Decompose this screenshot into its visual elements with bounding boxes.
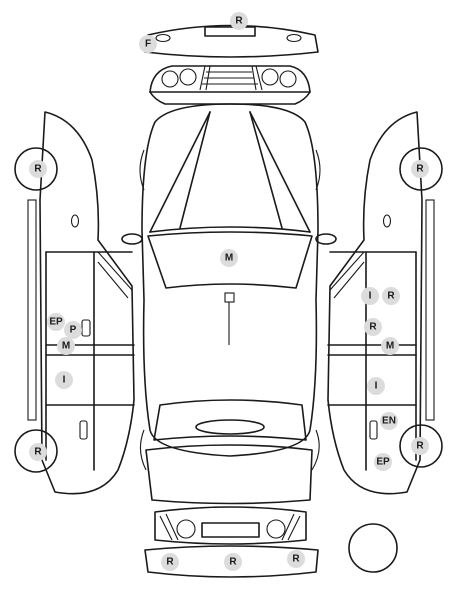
marker-left-rear-door[interactable]: I <box>55 371 73 389</box>
marker-right-rear-door-en[interactable]: EN <box>380 412 398 430</box>
svg-text:R: R <box>292 554 300 565</box>
svg-text:I: I <box>375 381 378 392</box>
marker-right-front-wheel[interactable]: R <box>411 160 429 178</box>
svg-text:R: R <box>387 291 395 302</box>
rear-tail-panel <box>149 65 311 105</box>
marker-right-front-door-m[interactable]: M <box>381 337 399 355</box>
car-top-view <box>121 103 337 505</box>
svg-text:I: I <box>369 291 372 302</box>
damage-markers: R F M R R EP P M <box>29 12 429 571</box>
svg-text:EP: EP <box>376 457 390 468</box>
marker-left-rear-wheel[interactable]: R <box>29 443 47 461</box>
front-grille-panel <box>154 506 307 545</box>
marker-right-rear-wheel[interactable]: R <box>411 437 429 455</box>
marker-roof[interactable]: M <box>220 249 238 267</box>
svg-text:F: F <box>145 39 151 50</box>
marker-front-bumper-center[interactable]: R <box>224 553 242 571</box>
svg-text:R: R <box>34 164 42 175</box>
marker-rear-left-corner[interactable]: F <box>139 35 157 53</box>
car-right-side <box>327 111 443 495</box>
marker-right-rear-door-i[interactable]: I <box>367 377 385 395</box>
marker-left-front-door-m[interactable]: M <box>57 337 75 355</box>
marker-left-front-wheel[interactable]: R <box>29 160 47 178</box>
svg-text:R: R <box>416 441 424 452</box>
svg-text:P: P <box>70 325 77 336</box>
svg-text:R: R <box>416 164 424 175</box>
svg-text:R: R <box>34 447 42 458</box>
svg-text:M: M <box>225 253 233 264</box>
marker-front-bumper-right[interactable]: R <box>287 550 305 568</box>
marker-left-front-door-ep[interactable]: EP <box>47 313 65 331</box>
svg-text:I: I <box>63 375 66 386</box>
svg-text:M: M <box>62 341 70 352</box>
spare-wheel-circle <box>348 523 398 573</box>
marker-left-front-door-p[interactable]: P <box>64 321 82 339</box>
svg-text:R: R <box>229 557 237 568</box>
marker-rear-bumper[interactable]: R <box>230 12 248 30</box>
svg-text:EP: EP <box>49 317 63 328</box>
marker-right-front-door-r2[interactable]: R <box>364 318 382 336</box>
marker-right-front-door-i[interactable]: I <box>361 287 379 305</box>
rear-bumper <box>144 24 319 58</box>
marker-front-bumper-left[interactable]: R <box>161 553 179 571</box>
front-bumper <box>144 545 319 578</box>
svg-text:EN: EN <box>382 416 396 427</box>
svg-text:M: M <box>386 341 394 352</box>
marker-right-front-door-r1[interactable]: R <box>382 287 400 305</box>
marker-right-rear-door-ep[interactable]: EP <box>374 453 392 471</box>
svg-text:R: R <box>369 322 377 333</box>
svg-text:R: R <box>166 557 174 568</box>
svg-text:R: R <box>235 16 243 27</box>
